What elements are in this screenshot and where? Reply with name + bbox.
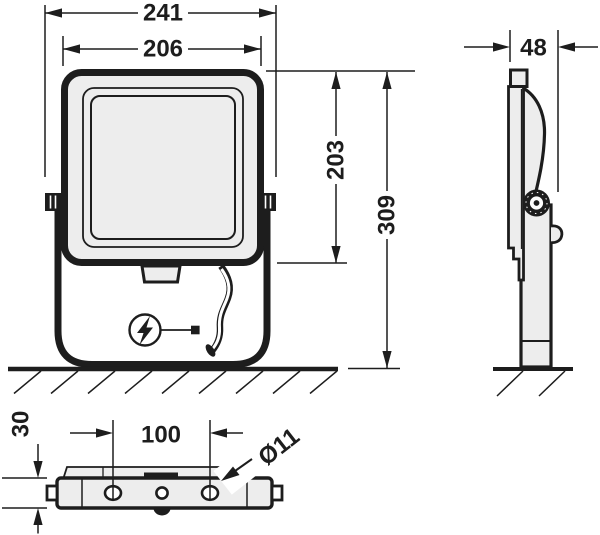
front-view [8, 69, 338, 395]
front-head-frame [82, 87, 244, 248]
dim-overall-height: 309 [374, 195, 401, 235]
side-hook [550, 224, 564, 245]
bottom-right-tab [270, 484, 284, 502]
dim-overall-width: 241 [143, 0, 183, 27]
dim-hole-spacing: 100 [141, 422, 181, 449]
front-head-glass [90, 95, 236, 240]
right-pivot-knob [260, 193, 276, 211]
front-head-body [61, 69, 264, 266]
dim-body-width: 206 [143, 36, 183, 63]
side-pivot-knob [523, 189, 550, 217]
dim-overall-width-group: 241 [44, 0, 277, 177]
front-bracket [54, 203, 271, 368]
center-hole [155, 486, 169, 500]
bottom-left-tab [45, 484, 59, 502]
side-view: 48 [464, 30, 598, 397]
left-pivot-knob [45, 193, 63, 211]
front-dimensions: 241 206 203 309 [44, 0, 415, 370]
dim-depth: 48 [520, 35, 547, 62]
dim-depth-group: 48 [464, 30, 598, 192]
junction-box-tab [140, 264, 182, 284]
dim-base-height: 30 [8, 411, 35, 438]
dim-body-height-group: 203 [323, 72, 350, 263]
side-stand-leg [519, 203, 553, 369]
side-ground [493, 367, 573, 397]
front-ground [8, 366, 338, 395]
dim-overall-height-group: 309 [374, 72, 401, 368]
bottom-junction-tab [144, 472, 178, 478]
dim-hole-spacing-group: 100 [70, 420, 243, 500]
power-cable [205, 264, 233, 357]
bottom-view: 100 Ø11 30 [2, 409, 311, 534]
side-lamp-panel [507, 85, 525, 282]
side-back-bulge [521, 85, 547, 206]
dim-base-height-group: 30 [2, 411, 47, 534]
dim-body-width-group: 206 [62, 36, 262, 66]
lightning-bolt-icon [128, 313, 200, 347]
side-top-tab [509, 68, 529, 88]
cable-gland [153, 508, 171, 516]
dim-body-height: 203 [323, 140, 350, 180]
